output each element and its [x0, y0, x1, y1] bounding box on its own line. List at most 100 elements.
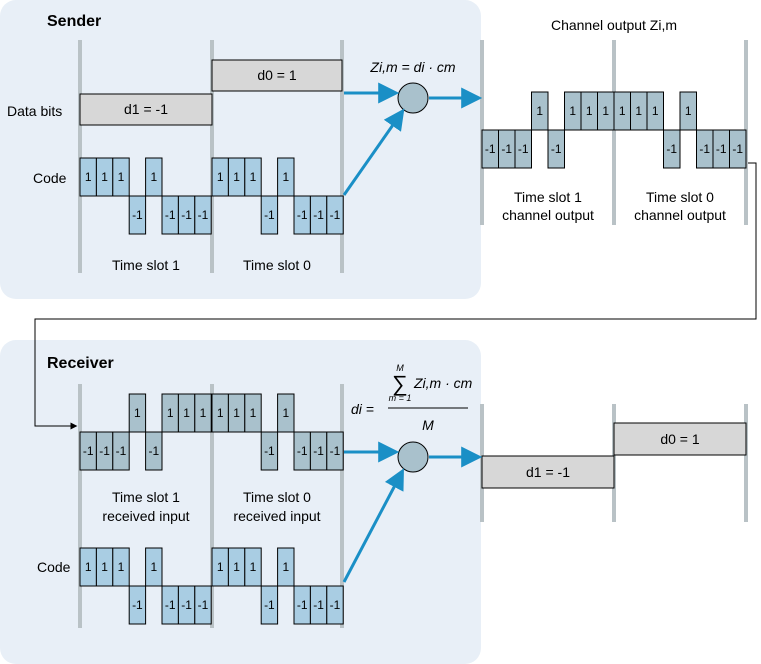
receiver-slot1-label: Time slot 1: [112, 489, 180, 505]
channel-output-chip-value: 1: [536, 104, 543, 118]
decoder-formula-sigma: ∑: [392, 371, 408, 396]
sender-code-chip: [260, 195, 279, 235]
receiver-input-chip: [260, 431, 279, 471]
receiver-code-chip-value: -1: [330, 598, 341, 612]
receiver-code-chip: [112, 547, 130, 587]
output-bit-d0-label: d0 = 1: [660, 431, 700, 447]
receiver-code-chip-value: -1: [165, 598, 176, 612]
output-bit-d0: [613, 422, 747, 456]
sender-code-chip: [194, 195, 212, 235]
channel-output-chip-value: 1: [602, 104, 609, 118]
sender-code-chip-value: -1: [181, 208, 192, 222]
channel-output-chip: [679, 91, 697, 131]
channel-output-chip-value: -1: [666, 142, 677, 156]
sender-code-chip-value: -1: [297, 208, 308, 222]
receiver-input-chip-value: -1: [330, 444, 341, 458]
sender-code-chip: [244, 157, 262, 197]
receiver-input-chip-value: 1: [167, 406, 174, 420]
sender-code-chip-value: 1: [118, 170, 125, 184]
sender-code-chip: [326, 195, 344, 235]
output-bit-d1-label: d1 = -1: [526, 464, 570, 480]
sender-slot1-label: Time slot 1: [112, 257, 180, 273]
decoder-formula-denominator: M: [422, 417, 434, 433]
receiver-code-chip-value: 1: [217, 560, 224, 574]
sender-code-chip-value: -1: [264, 208, 275, 222]
sender-code-chip-value: 1: [282, 170, 289, 184]
data-bit-d1: [79, 93, 213, 126]
decoder-formula-sum-bottom: m = 1: [389, 393, 412, 403]
receiver-code-label: Code: [37, 559, 71, 575]
receiver-code-chip-value: 1: [118, 560, 125, 574]
data-bit-d0-label: d0 = 1: [257, 67, 297, 83]
code-to-decoder-arrow: [342, 468, 404, 583]
output-bit-d1: [481, 455, 615, 489]
receiver-code-chip-value: 1: [101, 560, 108, 574]
channel-output-chip-value: -1: [501, 142, 512, 156]
sender-code-chip-value: 1: [217, 170, 224, 184]
channel-output-chip-value: -1: [551, 142, 562, 156]
sender-title: Sender: [47, 13, 101, 30]
channel-slot1-label: Time slot 1: [514, 189, 582, 205]
receiver-panel: [0, 340, 481, 664]
decoder-formula-sum-top: M: [396, 363, 404, 373]
channel-output-chip: [547, 129, 565, 169]
receiver-input-chip-value: 1: [217, 406, 224, 420]
receiver-slot0-label: received input: [233, 508, 320, 524]
receiver-input-chip-value: -1: [297, 444, 308, 458]
receiver-code-chip-value: -1: [313, 598, 324, 612]
sender-code-chip-value: -1: [165, 208, 176, 222]
receiver-input-chip: [128, 393, 147, 433]
sender-code-chip: [128, 195, 147, 235]
receiver-input-chip-value: 1: [200, 406, 207, 420]
channel-output-chip: [514, 129, 532, 169]
sender-code-chip-value: -1: [330, 208, 341, 222]
sender-code-chip: [277, 157, 295, 197]
decoder-formula-numerator: Zi,m · cm: [413, 375, 473, 391]
receiver-input-chip-value: -1: [264, 444, 275, 458]
receiver-code-chip-value: 1: [282, 560, 289, 574]
receiver-code-chip: [260, 585, 279, 625]
channel-output-chip-value: 1: [619, 104, 626, 118]
channel-title: Channel output Zi,m: [551, 17, 677, 33]
receiver-input-chip-value: -1: [99, 444, 110, 458]
receiver-input-chip-value: 1: [282, 406, 289, 420]
receiver-input-chip: [145, 431, 163, 471]
receiver-input-chip-value: -1: [148, 444, 159, 458]
channel-output-chip-value: 1: [635, 104, 642, 118]
receiver-code-chip: [277, 547, 295, 587]
receiver-input-chip-value: 1: [183, 406, 190, 420]
channel-output-chip-value: -1: [699, 142, 710, 156]
channel-output-chip-value: 1: [586, 104, 593, 118]
channel-output-chip-value: 1: [652, 104, 659, 118]
receiver-code-chip-value: 1: [250, 560, 257, 574]
receiver-code-chip-value: -1: [297, 598, 308, 612]
data-bit-d1-label: d1 = -1: [124, 101, 168, 117]
sender-code-label: Code: [33, 170, 67, 186]
sender-slot0-label: Time slot 0: [243, 257, 311, 273]
channel-output-chip-value: -1: [732, 142, 743, 156]
receiver-input-chip-value: -1: [313, 444, 324, 458]
sender-code-chip-value: 1: [150, 170, 157, 184]
channel-output-chip: [646, 91, 664, 131]
channel-output-chip-value: 1: [685, 104, 692, 118]
sender-code-chip: [112, 157, 130, 197]
receiver-code-chip: [145, 547, 163, 587]
decoder-formula: di = M ∑ m = 1 Zi,m · cm M: [351, 363, 473, 433]
receiver-input-chip-value: 1: [134, 406, 141, 420]
receiver-code-chip: [128, 585, 147, 625]
receiver-code-chip-value: -1: [264, 598, 275, 612]
receiver-code-chip-value: 1: [85, 560, 92, 574]
receiver-slot1-label: received input: [102, 508, 189, 524]
data-bit-d0: [211, 59, 343, 92]
encoder-formula: Zi,m = di · cm: [369, 59, 456, 75]
sender-code-chip-value: 1: [250, 170, 257, 184]
decoder-adder-node: [397, 441, 429, 473]
receiver-input-chip: [244, 393, 262, 433]
sender-code-chip-value: -1: [313, 208, 324, 222]
receiver-code-chip: [326, 585, 344, 625]
receiver-code-chip: [244, 547, 262, 587]
